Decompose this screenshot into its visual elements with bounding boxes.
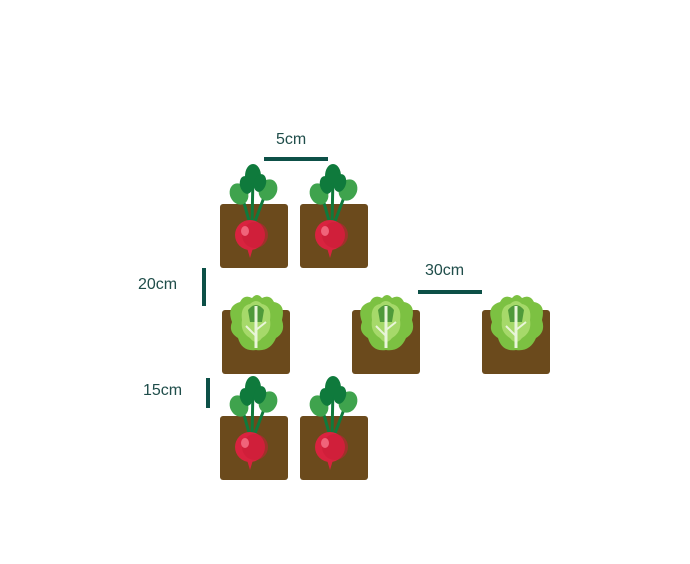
- measure-bar-row-gap-bottom: [206, 378, 210, 408]
- lettuce-icon: [352, 295, 420, 374]
- lettuce-plot-right: [482, 292, 554, 392]
- label-radish-spacing: 5cm: [276, 131, 307, 148]
- lettuce-icon: [222, 295, 290, 374]
- radish-plot-bottom-right: [300, 374, 372, 480]
- measure-bar-lettuce-spacing: [418, 290, 482, 294]
- measure-bar-row-gap-top: [202, 268, 206, 306]
- label-lettuce-spacing: 30cm: [425, 262, 465, 279]
- label-row-gap-bottom: 15cm: [143, 382, 183, 399]
- radish-icon: [220, 376, 288, 480]
- radish-plot-top-right: [300, 162, 372, 268]
- measure-bar-radish-spacing: [264, 157, 328, 161]
- radish-icon: [220, 164, 288, 268]
- lettuce-plot-left: [222, 292, 294, 392]
- lettuce-plot-middle: [352, 292, 424, 392]
- label-row-gap-top: 20cm: [138, 276, 178, 293]
- radish-plot-top-left: [220, 162, 292, 268]
- radish-icon: [300, 164, 368, 268]
- lettuce-icon: [482, 295, 550, 374]
- radish-plot-bottom-left: [220, 374, 292, 480]
- radish-icon: [300, 376, 368, 480]
